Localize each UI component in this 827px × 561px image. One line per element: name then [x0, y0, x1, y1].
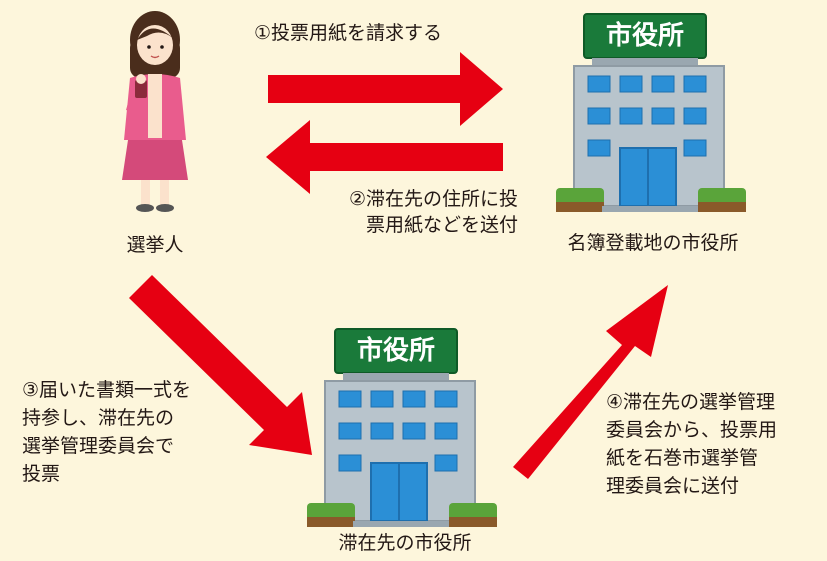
home-office-label: 名簿登載地の市役所 — [567, 232, 739, 254]
stay-office-label: 滞在先の市役所 — [338, 532, 472, 554]
arrow-forward-ballot — [513, 285, 668, 479]
step2-label: ②滞在先の住所に投 票用紙などを送付 — [348, 188, 518, 236]
arrow-go-vote — [129, 275, 312, 455]
home-office-building: 市役所 — [552, 10, 752, 220]
step3-label: ③届いた書類一式を 持参し、滞在先の 選挙管理委員会で 投票 — [22, 379, 192, 485]
step4-label: ④滞在先の選挙管理 委員会から、投票用 紙を石巻市選挙管 理委員会に送付 — [606, 391, 778, 497]
arrow-send-ballot — [266, 120, 503, 194]
home-office-sign: 市役所 — [605, 21, 684, 51]
stay-office-building: 市役所 — [303, 325, 503, 535]
step1-label: ①投票用紙を請求する — [254, 22, 443, 44]
arrow-request — [268, 52, 503, 126]
stay-office-sign: 市役所 — [356, 336, 435, 366]
voter-label: 選挙人 — [126, 234, 184, 256]
